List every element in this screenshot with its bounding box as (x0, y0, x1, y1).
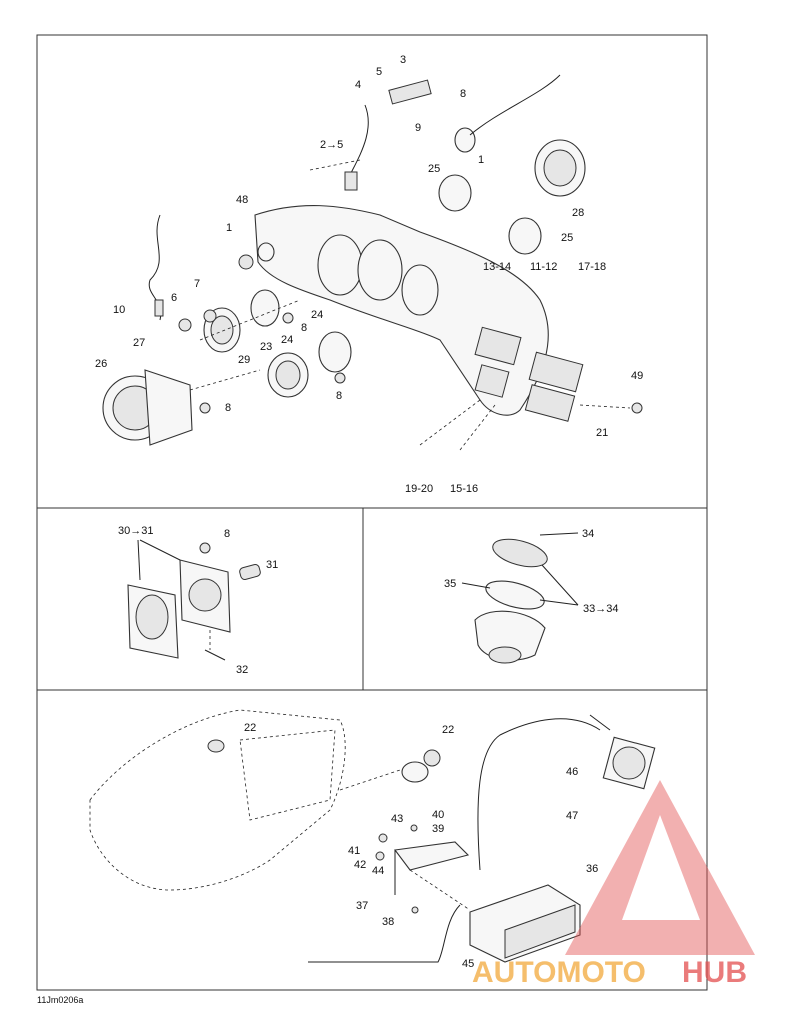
callout-label: 41 (348, 845, 360, 857)
callout-label: 40 (432, 809, 444, 821)
callout-label: 5 (376, 66, 382, 78)
callout-label: 45 (462, 958, 474, 970)
document-code: 11Jm0206a (37, 995, 83, 1005)
callout-label: 29 (238, 354, 250, 366)
callout-label: 8 (336, 390, 342, 402)
watermark-word-1: AUTOMOTO (472, 956, 646, 989)
callout-label: 49 (631, 370, 643, 382)
callout-label: 22 (442, 724, 454, 736)
callout-label: 35 (444, 578, 456, 590)
callout-label: 44 (372, 865, 384, 877)
callout-label: 8 (224, 528, 230, 540)
callout-label: 32 (236, 664, 248, 676)
callout-label: 1 (478, 154, 484, 166)
callout-label: 27 (133, 337, 145, 349)
watermark-word-2: HUB (682, 956, 747, 989)
callout-label: 28 (572, 207, 584, 219)
callout-label: 4 (355, 79, 361, 91)
callout-label: 3 (400, 54, 406, 66)
bottom-panel (89, 709, 656, 963)
callout-label: 24 (311, 309, 323, 321)
callout-label: 17-18 (578, 261, 606, 273)
top-panel-labels: 3 5 4 8 9 1 2→5 25 28 48 1 25 13-14 11-1… (95, 54, 643, 495)
callout-label: 46 (566, 766, 578, 778)
callout-label: 2→5 (320, 139, 343, 151)
diagram-frames (36, 34, 708, 991)
callout-label: 8 (460, 88, 466, 100)
callout-label: 36 (586, 863, 598, 875)
callout-label: 25 (561, 232, 573, 244)
callout-label: 38 (382, 916, 394, 928)
left-mid-panel (127, 539, 261, 661)
callout-label: 8 (301, 322, 307, 334)
callout-label: 30→31 (118, 525, 153, 537)
callout-label: 37 (356, 900, 368, 912)
callout-label: 39 (432, 823, 444, 835)
callout-label: 7 (194, 278, 200, 290)
callout-label: 11-12 (530, 261, 557, 273)
callout-label: 48 (236, 194, 248, 206)
left-mid-labels: 30→31 8 31 32 (118, 525, 278, 676)
callout-label: 47 (566, 810, 578, 822)
watermark-logo: AUTOMOTO HUB (472, 780, 755, 989)
watermark-triangle-icon (565, 780, 755, 955)
callout-label: 21 (596, 427, 608, 439)
callout-label: 22 (244, 722, 256, 734)
callout-label: 23 (260, 341, 272, 353)
callout-label: 8 (225, 402, 231, 414)
callout-label: 10 (113, 304, 125, 316)
callout-label: 34 (582, 528, 594, 540)
bottom-panel-labels: 22 22 46 47 43 40 39 41 42 44 36 37 38 4… (244, 722, 598, 970)
callout-label: 6 (171, 292, 177, 304)
callout-label: 9 (415, 122, 421, 134)
callout-label: 19-20 (405, 483, 433, 495)
callout-label: 31 (266, 559, 278, 571)
callout-label: 1 (226, 222, 232, 234)
callout-label: 43 (391, 813, 403, 825)
right-mid-panel (461, 532, 579, 664)
right-mid-labels: 34 35 33→34 (444, 528, 618, 615)
callout-label: 25 (428, 163, 440, 175)
callout-label: 26 (95, 358, 107, 370)
callout-label: 24 (281, 334, 293, 346)
callout-label: 33→34 (583, 603, 618, 615)
top-panel (102, 74, 643, 451)
callout-label: 15-16 (450, 483, 478, 495)
callout-label: 42 (354, 859, 366, 871)
callout-label: 13-14 (483, 261, 511, 273)
